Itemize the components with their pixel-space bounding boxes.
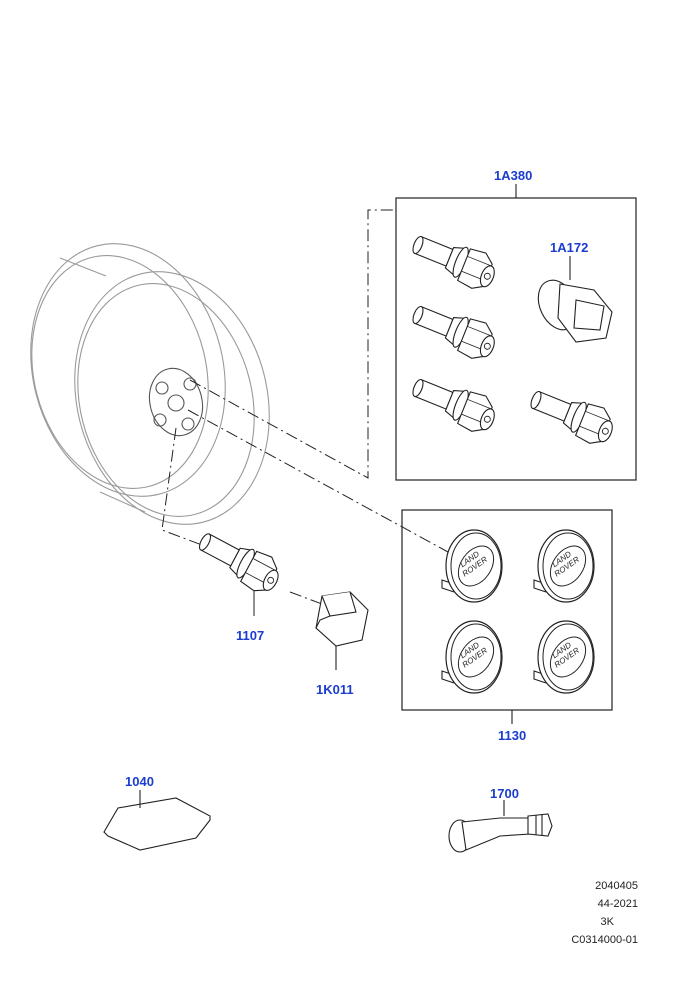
- ref-code-3: 3K: [600, 916, 614, 928]
- callout-1a380: 1A380: [494, 168, 533, 183]
- wheel-bolt: [191, 523, 287, 616]
- wheel-weight: [103, 790, 211, 851]
- callout-1a172: 1A172: [550, 240, 589, 255]
- callout-1107: 1107: [236, 628, 265, 643]
- leader-lines: [161, 209, 449, 605]
- ref-code-1: 2040405: [595, 880, 638, 892]
- ref-code-2: 44-2021: [597, 898, 638, 910]
- bolt-cap: [315, 591, 369, 670]
- locking-nut: [537, 256, 613, 343]
- callout-1040: 1040: [125, 774, 154, 789]
- centre-cap-box: [401, 509, 613, 724]
- callout-1130: 1130: [498, 728, 527, 743]
- callout-1k011: 1K011: [316, 682, 354, 697]
- callout-1700: 1700: [490, 786, 519, 801]
- tyre-valve: [448, 800, 553, 853]
- ref-code-4: C0314000-01: [571, 934, 638, 946]
- wheel-illustration: [30, 243, 270, 525]
- bolt-kit-box: [395, 184, 637, 481]
